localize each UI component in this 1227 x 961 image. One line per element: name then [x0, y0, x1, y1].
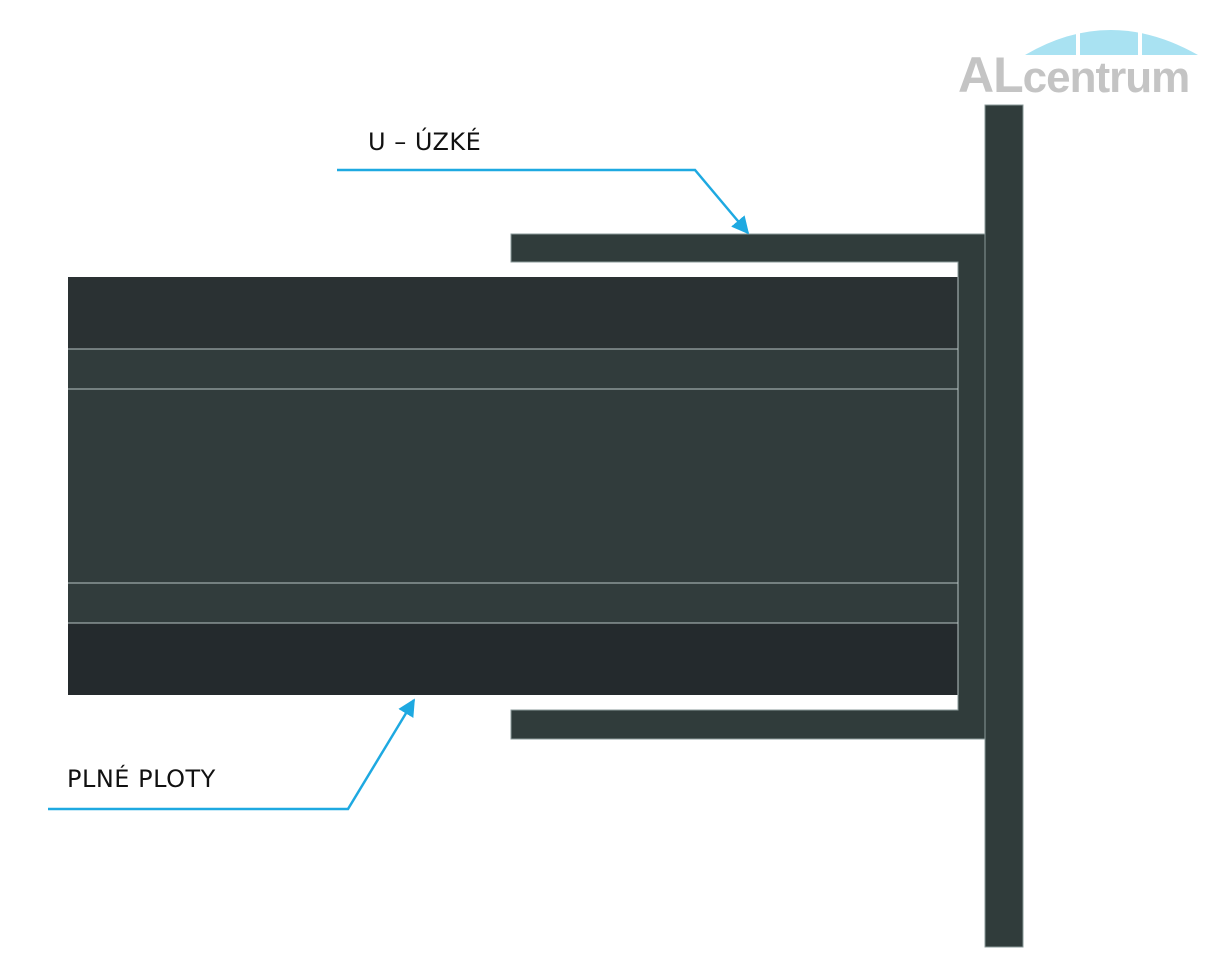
logo: ALcentrum: [958, 47, 1191, 103]
logo-suffix: centrum: [1022, 53, 1191, 102]
logo-prefix: AL: [958, 47, 1024, 103]
fence-panel: [68, 277, 959, 695]
panel-label: PLNÉ PLOTY: [67, 765, 216, 793]
u-channel: [510, 233, 986, 740]
channel-leader-arrow: [337, 168, 750, 235]
channel-label: U – ÚZKÉ: [368, 128, 482, 156]
logo-arc-icon: [1025, 20, 1198, 56]
post: [984, 104, 1024, 948]
panel-leader-arrow: [48, 698, 416, 811]
